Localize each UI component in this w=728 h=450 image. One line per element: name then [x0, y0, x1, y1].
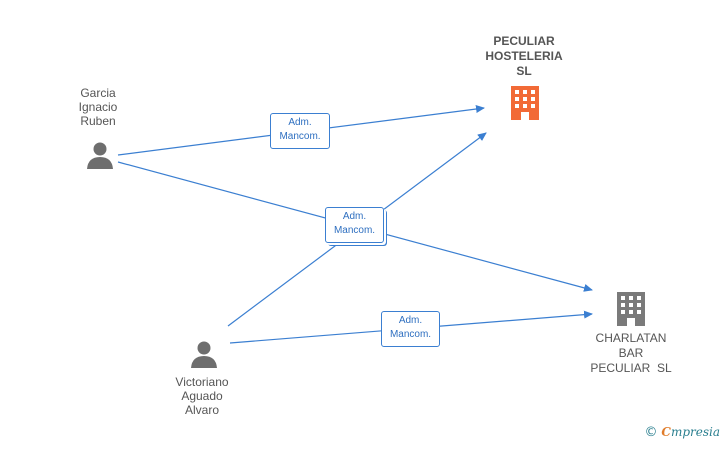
edge-role-line: Adm. [398, 315, 423, 326]
company-charlatan-label[interactable]: CHARLATAN BAR PECULIAR SL [575, 331, 687, 376]
company-peculiar-hosteleria-label[interactable]: PECULIAR HOSTELERIA SL [465, 34, 583, 79]
person-victoriano-label[interactable]: Victoriano Aguado Alvaro [160, 375, 244, 417]
building-icon-grey[interactable] [614, 290, 648, 326]
company-name-line: PECULIAR SL [590, 361, 672, 375]
person-name-line: Ignacio [78, 100, 118, 114]
person-name-line: Garcia [80, 86, 116, 100]
building-icon-orange[interactable] [508, 84, 542, 120]
edge-role-line: Adm. [342, 211, 367, 222]
company-name-line: BAR [618, 346, 644, 360]
brand-initial: C [661, 425, 671, 439]
person-name-line: Alvaro [184, 403, 219, 417]
person-name-line: Victoriano [175, 375, 229, 389]
company-name-line: PECULIAR [493, 34, 555, 48]
brand-name: mpresia [670, 425, 720, 439]
person-icon[interactable] [85, 140, 115, 170]
copyright-icon: © [644, 425, 658, 440]
person-name-line: Aguado [181, 389, 223, 403]
edge-role-line: Mancom. [279, 131, 321, 142]
company-name-line: SL [516, 64, 532, 78]
edge-label-role-stacked[interactable]: Adm. Mancom. [325, 207, 384, 243]
edge-role-line: Mancom. [389, 329, 432, 340]
person-icon[interactable] [189, 339, 219, 369]
person-name-line: Ruben [80, 114, 116, 128]
empresia-watermark: © Cmpresia [645, 425, 720, 440]
person-garcia-label[interactable]: Garcia Ignacio Ruben [58, 86, 138, 128]
edge-label-role[interactable]: Adm. Mancom. [270, 113, 330, 149]
company-name-line: CHARLATAN [595, 331, 667, 345]
edge-label-role[interactable]: Adm. Mancom. [381, 311, 440, 347]
edge-role-line: Mancom. [333, 225, 376, 236]
edge-role-line: Adm. [288, 117, 312, 128]
company-name-line: HOSTELERIA [485, 49, 563, 63]
